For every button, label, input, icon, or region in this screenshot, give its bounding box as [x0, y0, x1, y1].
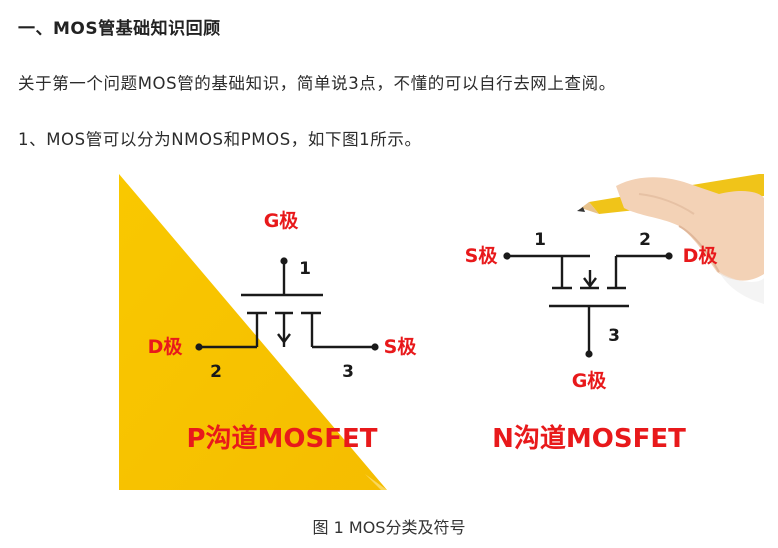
mosfet-figure: G极 D极 S极 1 2 3 P沟道MOSFET — [119, 174, 764, 490]
hand-pencil-image — [577, 174, 764, 304]
pmos-title: P沟道MOSFET — [186, 423, 377, 454]
pmos-pin-source: 3 — [342, 362, 354, 382]
nmos-pin-source: 1 — [534, 230, 546, 250]
nmos-drain-label: D极 — [683, 244, 719, 267]
section-heading: 一、MOS管基础知识回顾 — [18, 19, 221, 39]
nmos-gate-label: G极 — [572, 369, 608, 392]
paragraph-intro: 关于第一个问题MOS管的基础知识，简单说3点，不懂的可以自行去网上查阅。 — [18, 74, 616, 93]
pmos-source-label: S极 — [384, 335, 418, 358]
nmos-gate-terminal — [585, 350, 593, 358]
paragraph-mos-types: 1、MOS管可以分为NMOS和PMOS，如下图1所示。 — [18, 130, 422, 149]
nmos-title: N沟道MOSFET — [492, 423, 686, 454]
pmos-pin-drain: 2 — [210, 362, 222, 382]
pmos-symbol — [199, 261, 375, 349]
pmos-drain-label: D极 — [148, 335, 184, 358]
nmos-pin-gate: 3 — [608, 326, 620, 346]
yellow-triangle — [119, 174, 387, 490]
nmos-symbol — [507, 254, 669, 354]
figure-caption: 图 1 MOS分类及符号 — [312, 518, 466, 537]
pmos-pin-gate: 1 — [299, 259, 311, 279]
pmos-source-terminal — [371, 343, 379, 351]
mosfet-diagram: G极 D极 S极 1 2 3 P沟道MOSFET — [119, 174, 764, 490]
nmos-pin-drain: 2 — [639, 230, 651, 250]
pmos-gate-terminal — [280, 257, 288, 265]
pmos-drain-terminal — [195, 343, 203, 351]
pmos-gate-label: G极 — [264, 209, 300, 232]
nmos-source-label: S极 — [465, 244, 499, 267]
nmos-source-terminal — [503, 252, 511, 260]
nmos-drain-terminal — [665, 252, 673, 260]
